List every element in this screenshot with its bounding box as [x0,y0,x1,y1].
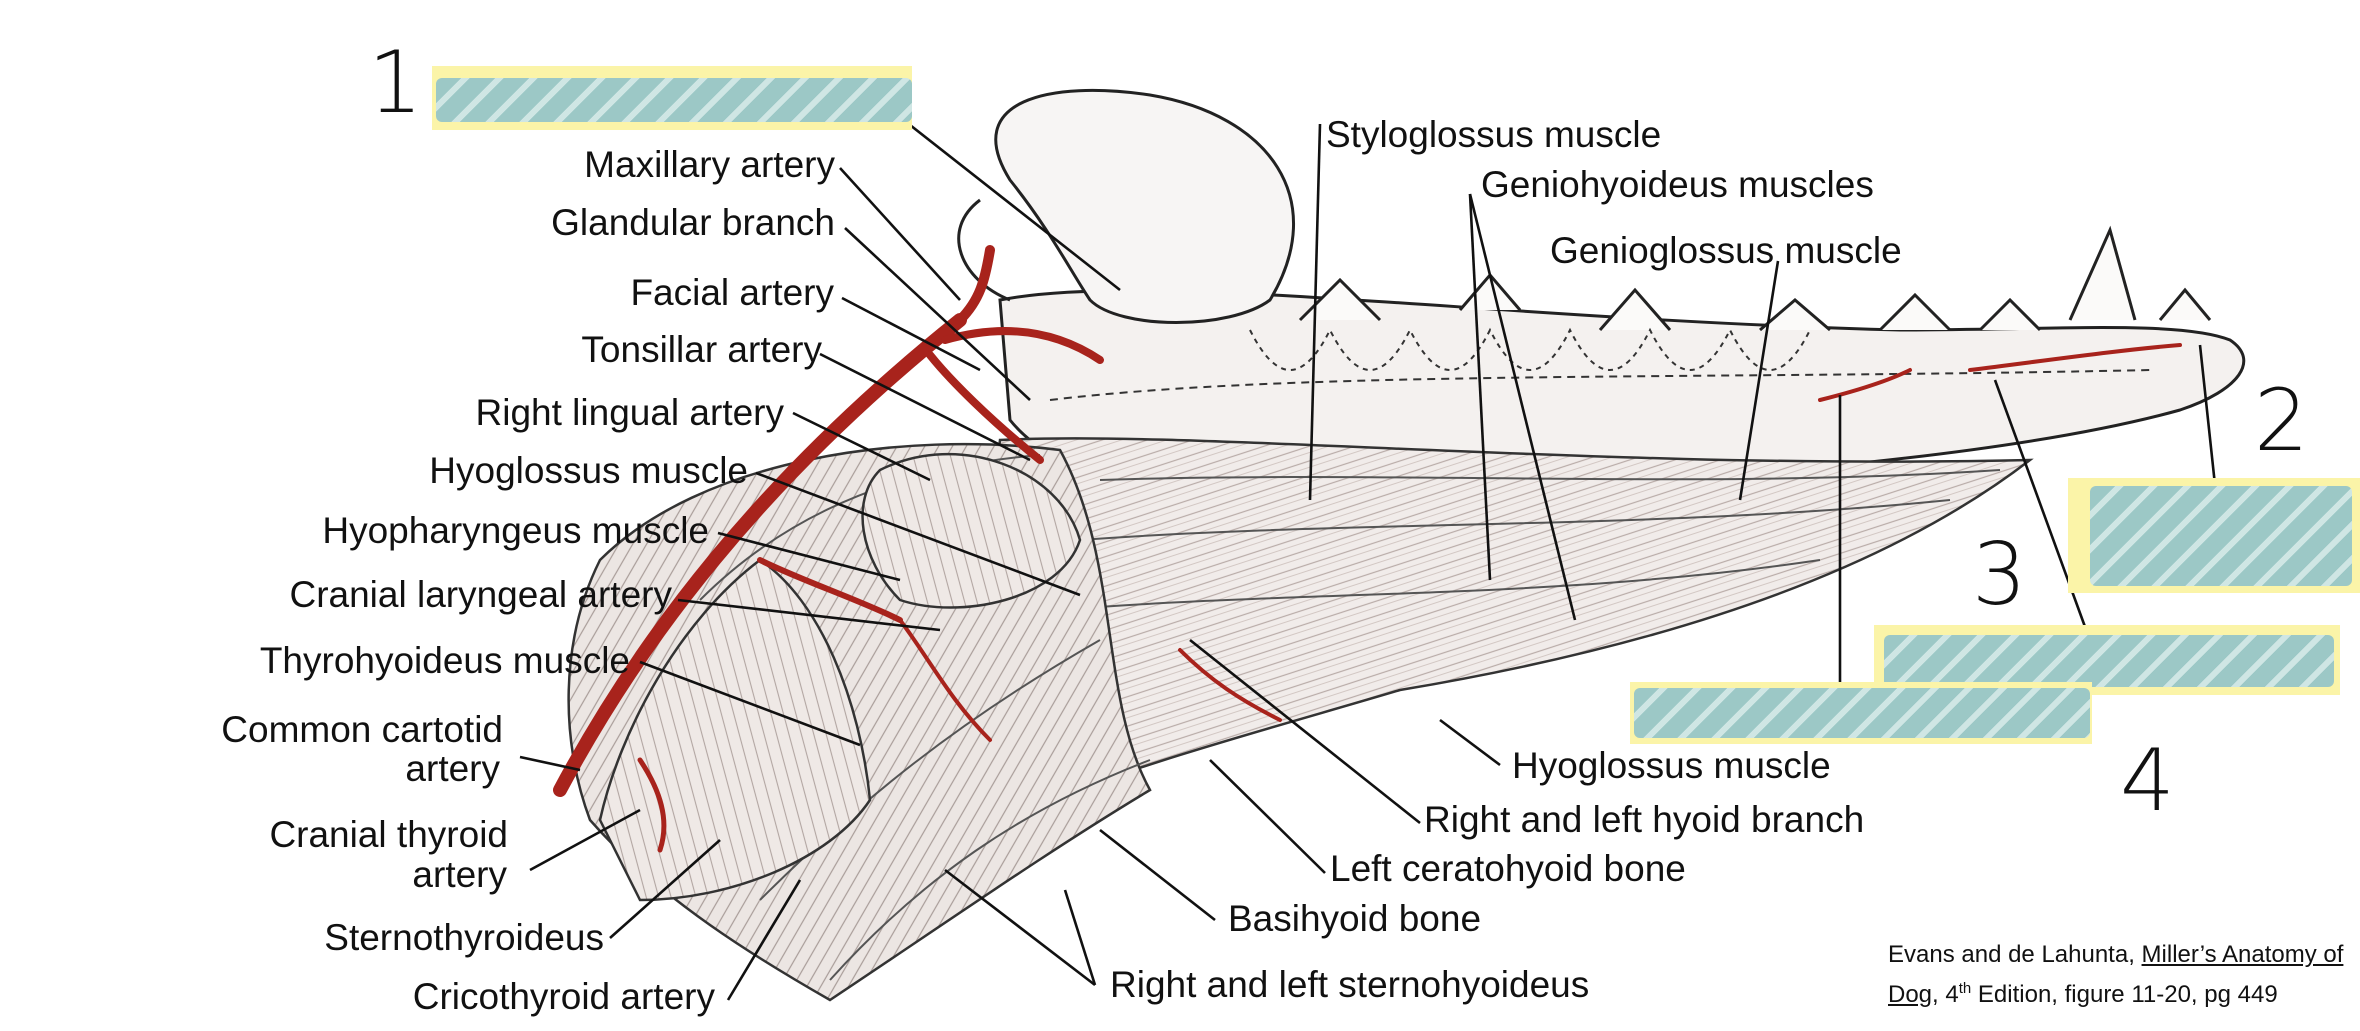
figure-citation: Evans and de Lahunta, Miller’s Anatomy o… [1888,938,2343,1012]
blank-number-4: 4 [2120,731,2175,831]
blank-box-4 [1630,682,2092,744]
citation-edition-suffix: th [1958,980,1972,997]
label-sternohyoideus: Right and left sternohyoideus [1110,964,1590,1005]
citation-title-part2: Dog [1888,981,1933,1008]
label-maxillary-artery: Maxillary artery [584,144,835,185]
label-hyoglossus-muscle-left: Hyoglossus muscle [429,450,748,491]
label-hyoglossus-muscle-right: Hyoglossus muscle [1512,745,1831,786]
blank-number-1: 1 [368,33,423,133]
label-thyrohyoideus-muscle: Thyrohyoideus muscle [259,640,630,681]
label-hyopharyngeus-muscle: Hyopharyngeus muscle [322,510,709,551]
label-right-lingual-artery: Right lingual artery [475,392,784,433]
citation-title-part1: Miller’s Anatomy of [2141,941,2344,968]
citation-edition: , 4 [1932,981,1959,1008]
label-basihyoid-bone: Basihyoid bone [1228,898,1482,939]
label-common-carotid-artery-line2: artery [405,748,500,789]
blank-box-1 [432,66,912,130]
larynx [598,558,872,902]
label-cranial-thyroid-artery-line2: artery [412,854,507,895]
label-geniohyoideus-muscles: Geniohyoideus muscles [1481,164,1874,205]
citation-authors: Evans and de Lahunta, [1888,941,2142,968]
stylohyoid-bone [994,88,1296,324]
label-glandular-branch: Glandular branch [551,202,835,243]
label-styloglossus-muscle: Styloglossus muscle [1326,114,1662,155]
citation-figure-ref: Edition, figure 11-20, pg 449 [1971,981,2278,1008]
label-tonsillar-artery: Tonsillar artery [581,329,822,370]
label-cranial-thyroid-artery-line1: Cranial thyroid [269,814,508,855]
blank-number-3: 3 [1972,525,2027,625]
label-common-carotid-artery-line1: Common cartotid [221,709,503,750]
label-left-ceratohyoid-bone: Left ceratohyoid bone [1330,848,1686,889]
arteries [553,245,2182,853]
label-cricothyroid-artery: Cricothyroid artery [412,976,715,1017]
leader-lines [519,123,2217,1001]
label-genioglossus-muscle: Genioglossus muscle [1550,230,1902,271]
label-sternothyroideus: Sternothyroideus [324,917,604,958]
blank-number-2: 2 [2254,371,2309,471]
label-cranial-laryngeal-artery: Cranial laryngeal artery [289,574,672,615]
label-hyoid-branch: Right and left hyoid branch [1424,799,1865,840]
blank-box-2 [2068,478,2360,593]
label-facial-artery: Facial artery [630,272,834,313]
